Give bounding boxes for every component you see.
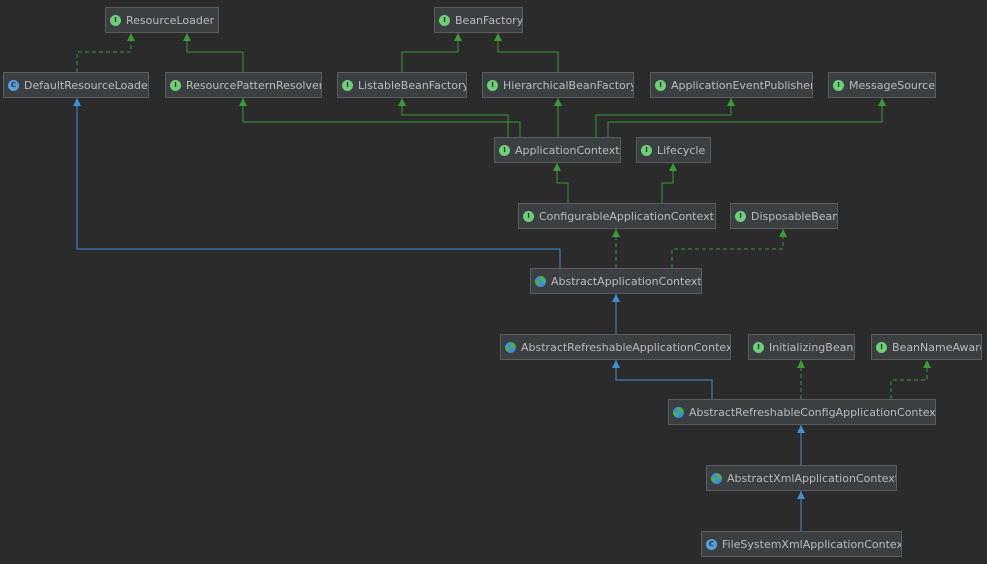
class-icon: C [706,538,717,550]
edge-xml-to-config-arrowhead [797,425,805,433]
class-icon: C [8,79,19,91]
node-label: InitializingBean [769,340,854,354]
node-abstract-xml-application-context[interactable]: AbstractXmlApplicationContext [706,465,897,491]
node-label: ApplicationEventPublisher [671,78,813,92]
node-resource-pattern-resolver[interactable]: I ResourcePatternResolver [165,72,322,98]
edge-application-context-to-listable-bean-factory [401,98,509,137]
edge-abstract-refreshable-to-abstract-app-context-arrowhead [612,294,620,302]
edge-configurable-to-application-context [556,163,569,203]
edge-application-context-to-hierarchical-bean-factory-arrowhead [554,98,562,106]
interface-icon: I [110,14,121,26]
node-label: ResourcePatternResolver [186,78,322,92]
interface-icon: I [439,14,450,26]
node-hierarchical-bean-factory[interactable]: I HierarchicalBeanFactory [482,72,634,98]
edge-abstract-app-context-to-default-resource-loader [76,98,561,268]
node-label: Lifecycle [657,143,706,157]
interface-icon: I [487,79,498,91]
interface-icon: I [641,144,652,156]
node-abstract-refreshable-config-application-context[interactable]: AbstractRefreshableConfigApplicationCont… [668,399,936,425]
node-label: HierarchicalBeanFactory [503,78,634,92]
abstract-class-icon [673,406,684,418]
edge-abstract-app-context-to-disposable-bean [671,229,784,268]
edge-application-context-to-event-publisher-arrowhead [727,98,735,106]
edge-resource-pattern-resolver-to-resource-loader-arrowhead [183,33,191,41]
abstract-class-icon [711,472,722,484]
node-label: AbstractRefreshableConfigApplicationCont… [689,405,936,419]
node-label: FileSystemXmlApplicationContext [722,537,902,551]
node-label: ConfigurableApplicationContext [539,209,714,223]
interface-icon: I [655,79,666,91]
edge-configurable-to-lifecycle-arrowhead [669,163,677,171]
node-label: BeanNameAware [892,340,982,354]
node-label: ListableBeanFactory [358,78,467,92]
node-file-system-xml-application-context[interactable]: C FileSystemXmlApplicationContext [701,531,902,557]
node-configurable-application-context[interactable]: I ConfigurableApplicationContext [518,203,716,229]
node-application-event-publisher[interactable]: I ApplicationEventPublisher [650,72,813,98]
interface-icon: I [523,210,534,222]
node-lifecycle[interactable]: I Lifecycle [636,137,711,163]
edge-abstract-app-context-to-disposable-bean-arrowhead [779,229,787,237]
edge-default-resource-loader-to-resource-loader [76,33,132,72]
edge-application-context-to-event-publisher [595,98,732,137]
edge-config-to-bean-name-aware [890,360,928,399]
node-label: DisposableBean [751,209,838,223]
edge-listable-bean-factory-to-bean-factory-arrowhead [454,33,462,41]
edge-config-to-bean-name-aware-arrowhead [923,360,931,368]
node-disposable-bean[interactable]: I DisposableBean [730,203,838,229]
edge-file-system-to-xml-arrowhead [797,491,805,499]
edge-application-context-to-listable-bean-factory-arrowhead [398,98,406,106]
edge-default-resource-loader-to-resource-loader-arrowhead [127,33,135,41]
node-abstract-application-context[interactable]: AbstractApplicationContext [530,268,702,294]
node-application-context[interactable]: I ApplicationContext [494,137,621,163]
node-default-resource-loader[interactable]: C DefaultResourceLoader [3,72,149,98]
edge-resource-pattern-resolver-to-resource-loader [186,33,244,72]
interface-icon: I [342,79,353,91]
node-message-source[interactable]: I MessageSource [828,72,936,98]
node-label: AbstractRefreshableApplicationContext [521,340,731,354]
node-label: DefaultResourceLoader [24,78,149,92]
node-abstract-refreshable-application-context[interactable]: AbstractRefreshableApplicationContext [500,334,731,360]
node-bean-name-aware[interactable]: I BeanNameAware [871,334,982,360]
node-listable-bean-factory[interactable]: I ListableBeanFactory [337,72,467,98]
interface-icon: I [753,341,764,353]
abstract-class-icon [505,341,516,353]
node-resource-loader[interactable]: I ResourceLoader [105,7,219,33]
interface-icon: I [499,144,510,156]
node-label: ApplicationContext [515,143,620,157]
edge-abstract-app-context-to-default-resource-loader-arrowhead [73,98,81,106]
node-label: AbstractApplicationContext [551,274,702,288]
edge-config-to-abstract-refreshable-arrowhead [612,360,620,368]
edge-configurable-to-lifecycle [661,163,674,203]
interface-icon: I [170,79,181,91]
node-bean-factory[interactable]: I BeanFactory [434,7,523,33]
edge-listable-bean-factory-to-bean-factory [401,33,459,72]
interface-icon: I [876,341,887,353]
edge-config-to-initializing-bean-arrowhead [797,360,805,368]
edge-application-context-to-message-source [607,98,883,137]
edge-configurable-to-application-context-arrowhead [553,163,561,171]
abstract-class-icon [535,275,546,287]
node-label: AbstractXmlApplicationContext [727,471,897,485]
edge-hierarchical-bean-factory-to-bean-factory [497,33,559,72]
interface-icon: I [833,79,844,91]
edge-hierarchical-bean-factory-to-bean-factory-arrowhead [494,33,502,41]
edge-config-to-abstract-refreshable [615,360,713,399]
edge-abstract-app-context-to-configurable-arrowhead [612,229,620,237]
node-label: ResourceLoader [126,13,215,27]
edge-application-context-to-resource-pattern-resolver-arrowhead [239,98,247,106]
edge-application-context-to-resource-pattern-resolver [242,98,521,137]
edge-application-context-to-message-source-arrowhead [878,98,886,106]
interface-icon: I [735,210,746,222]
node-label: BeanFactory [455,13,523,27]
node-label: MessageSource [849,78,935,92]
node-initializing-bean[interactable]: I InitializingBean [748,334,855,360]
